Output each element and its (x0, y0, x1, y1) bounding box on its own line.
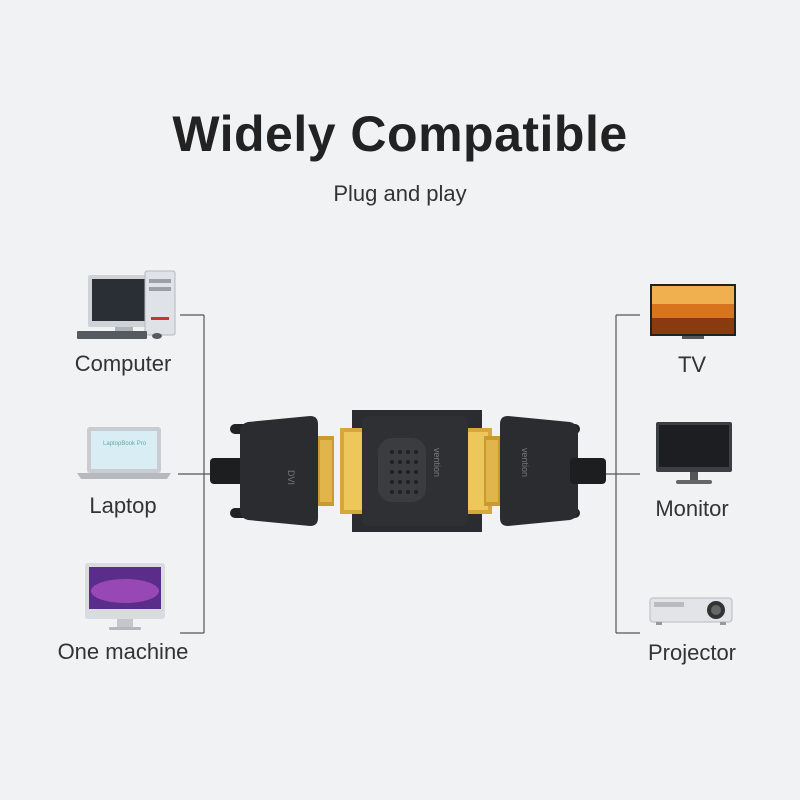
device-label: TV (677, 352, 707, 377)
monitor-icon (656, 422, 732, 484)
desktop-computer-icon (77, 270, 176, 339)
brand-label-right: vention (520, 448, 530, 477)
projector-icon (649, 597, 733, 625)
device-label: Computer (74, 351, 172, 376)
tv-icon (650, 284, 736, 339)
brand-label: vention (432, 448, 442, 477)
port-label: DVI (286, 470, 296, 485)
device-label: Laptop (89, 493, 157, 518)
device-label: Projector (647, 640, 737, 665)
page-subtitle: Plug and play (333, 181, 467, 206)
page-title: Widely Compatible (172, 106, 628, 162)
laptop-icon: LaptopBook Pro (77, 427, 171, 479)
device-label: Monitor (655, 496, 729, 521)
device-label: One machine (57, 639, 189, 664)
laptop-screen-text: LaptopBook Pro (103, 441, 147, 447)
all-in-one-icon (85, 563, 165, 630)
